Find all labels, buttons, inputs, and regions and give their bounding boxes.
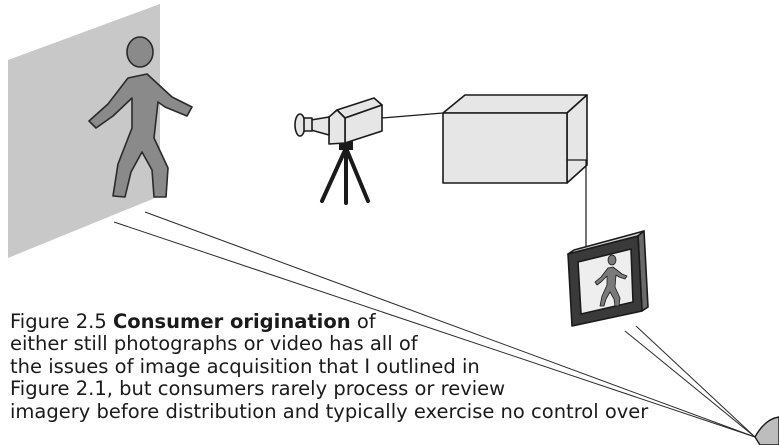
video-camera-icon	[294, 97, 383, 145]
camera-cable	[381, 112, 444, 119]
caption-figure-label: Figure 2.5	[10, 310, 107, 333]
monitor-cable	[567, 159, 587, 247]
screen-person-icon	[594, 254, 628, 307]
viewer-eye-icon	[754, 416, 779, 445]
caption-line-1: Figure 2.5 Consumer origination of	[10, 310, 775, 333]
processing-box-icon	[442, 94, 588, 184]
sight-lines	[113, 211, 756, 438]
walking-person-icon	[88, 36, 193, 198]
caption-line-5: imagery before distribution and typicall…	[10, 399, 649, 423]
tripod-icon	[320, 141, 370, 205]
caption-bold-title: Consumer origination	[112, 310, 351, 333]
caption-line-3: the issues of image acquisition that I o…	[10, 354, 480, 378]
caption-line-4: Figure 2.1, but consumers rarely process…	[10, 377, 506, 401]
figure-caption: Figure 2.5 Consumer origination of eithe…	[10, 310, 775, 423]
caption-line-2: either still photographs or video has al…	[10, 332, 418, 356]
caption-line-1-rest: of	[350, 310, 376, 333]
display-monitor-icon	[567, 230, 649, 327]
